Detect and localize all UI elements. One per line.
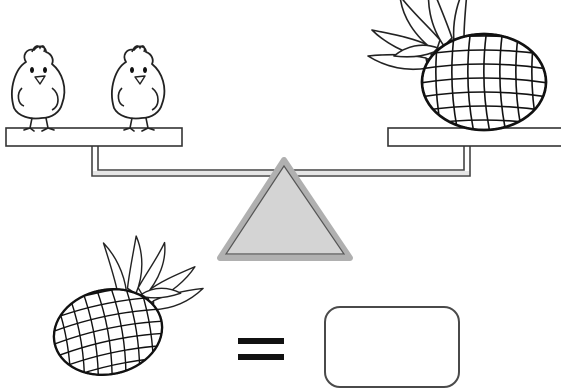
right-pan-items	[368, 0, 554, 142]
question-pineapple-icon	[29, 225, 218, 392]
chick-icon	[112, 46, 164, 131]
equals-bar-bottom	[238, 354, 284, 360]
equals-sign	[238, 334, 288, 364]
chick-icon	[12, 46, 64, 131]
pineapple-icon	[368, 0, 554, 142]
answer-box[interactable]	[324, 306, 460, 388]
balance-scale	[6, 128, 561, 258]
left-pan-items	[12, 46, 164, 131]
answer-input[interactable]	[326, 308, 462, 388]
equals-bar-top	[238, 338, 284, 344]
